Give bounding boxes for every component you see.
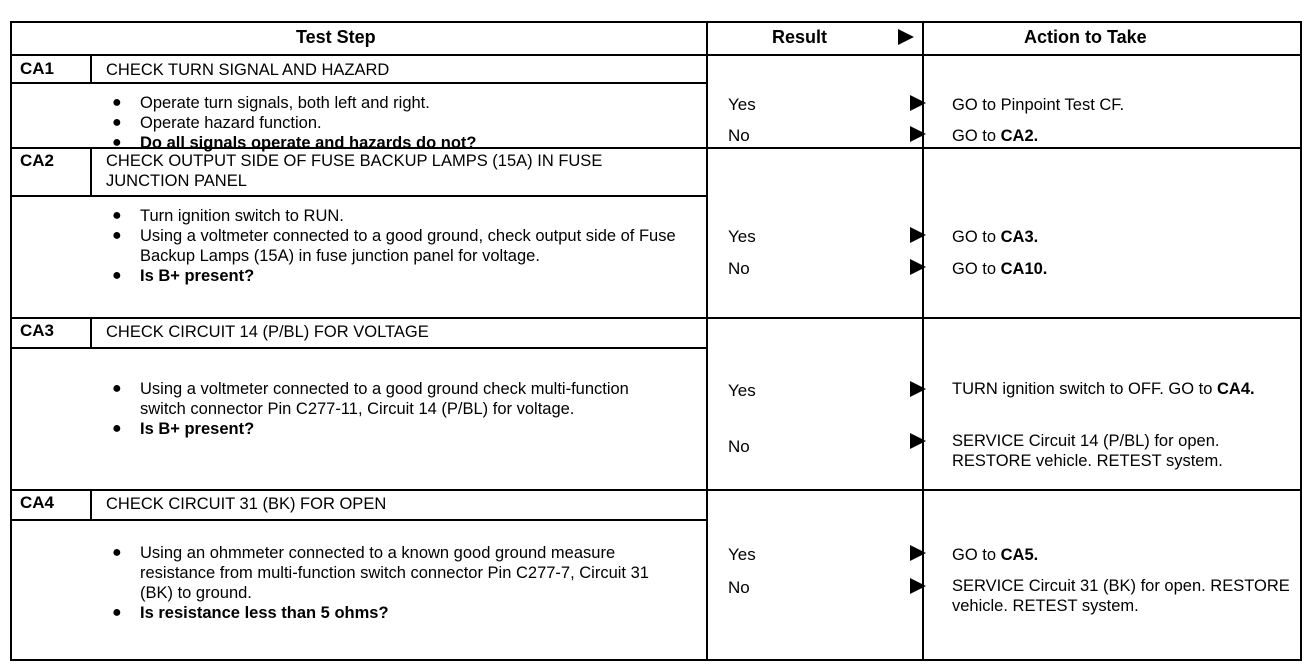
action-no-ca2: GO to CA10.	[952, 260, 1048, 278]
step-title-ca3: CHECK CIRCUIT 14 (P/BL) FOR VOLTAGE	[106, 323, 429, 341]
result-no-ca1: No	[728, 126, 750, 145]
action-yes-ca1: GO to Pinpoint Test CF.	[952, 96, 1125, 114]
bullet-icon: ●	[112, 227, 122, 244]
arrow-icon	[910, 95, 926, 111]
result-no-ca2: No	[728, 259, 750, 278]
list-item: ●Operate hazard function.	[112, 114, 322, 132]
result-no-ca3: No	[728, 437, 750, 456]
step-bullets-ca2: ●Turn ignition switch to RUN. ●Using a v…	[108, 206, 688, 286]
step-bullets-ca4: ●Using an ohmmeter connected to a known …	[108, 543, 668, 623]
divider-step-result	[706, 23, 708, 659]
header-action: Action to Take	[1024, 27, 1147, 47]
step-code-ca1: CA1	[20, 59, 55, 78]
arrow-icon	[910, 227, 926, 243]
result-yes-ca2: Yes	[728, 227, 756, 246]
ca3-code-divider	[90, 318, 92, 348]
ca1-title-rule	[12, 82, 706, 84]
header-arrow-icon	[898, 29, 914, 45]
list-item: ●Using an ohmmeter connected to a known …	[112, 544, 649, 602]
list-item: ●Using a voltmeter connected to a good g…	[112, 227, 676, 265]
result-yes-ca1: Yes	[728, 95, 756, 114]
arrow-icon	[910, 259, 926, 275]
arrow-icon	[910, 578, 926, 594]
arrow-icon	[910, 433, 926, 449]
list-item: ●Operate turn signals, both left and rig…	[112, 94, 430, 112]
list-item-question: ●Is resistance less than 5 ohms?	[112, 604, 389, 622]
row-rule-ca3	[12, 489, 1300, 491]
list-item: ●Turn ignition switch to RUN.	[112, 207, 344, 225]
action-yes-ca3: TURN ignition switch to OFF. GO to CA4.	[952, 380, 1255, 398]
ca4-code-divider	[90, 490, 92, 520]
result-no-ca4: No	[728, 578, 750, 597]
arrow-icon	[910, 545, 926, 561]
bullet-icon: ●	[112, 544, 122, 561]
bullet-icon: ●	[112, 267, 122, 284]
step-title-ca4: CHECK CIRCUIT 31 (BK) FOR OPEN	[106, 495, 387, 513]
step-code-ca3: CA3	[20, 321, 55, 340]
action-no-ca1: GO to CA2.	[952, 127, 1039, 145]
header-result: Result	[772, 27, 828, 47]
step-bullets-ca3: ●Using a voltmeter connected to a good g…	[108, 379, 668, 439]
divider-result-action	[922, 23, 924, 659]
bullet-icon: ●	[112, 94, 122, 111]
bullet-icon: ●	[112, 420, 122, 437]
list-item-question: ●Is B+ present?	[112, 420, 255, 438]
bullet-icon: ●	[112, 134, 122, 151]
step-title-ca2: CHECK OUTPUT SIDE OF FUSE BACKUP LAMPS (…	[106, 152, 603, 190]
header-test-step: Test Step	[296, 27, 376, 47]
action-yes-ca2: GO to CA3.	[952, 228, 1039, 246]
ca2-title-rule	[12, 195, 706, 197]
action-no-ca4: SERVICE Circuit 31 (BK) for open. RESTOR…	[952, 577, 1290, 615]
step-code-ca2: CA2	[20, 151, 55, 170]
table-header: Test Step Result Action to Take	[12, 23, 1300, 56]
bullet-icon: ●	[112, 207, 122, 224]
ca4-title-rule	[12, 519, 706, 521]
list-item-question: ●Is B+ present?	[112, 267, 255, 285]
ca3-title-rule	[12, 347, 706, 349]
result-yes-ca4: Yes	[728, 545, 756, 564]
bullet-icon: ●	[112, 114, 122, 131]
arrow-icon	[910, 126, 926, 142]
row-rule-ca2	[12, 317, 1300, 319]
arrow-icon	[910, 381, 926, 397]
action-no-ca3: SERVICE Circuit 14 (P/BL) for open. REST…	[952, 432, 1223, 470]
ca2-code-divider	[90, 148, 92, 196]
scan-top-rule	[30, 10, 1270, 23]
pinpoint-test-table: Test Step Result Action to Take CA1 CHEC…	[10, 21, 1302, 661]
action-yes-ca4: GO to CA5.	[952, 546, 1039, 564]
list-item: ●Using a voltmeter connected to a good g…	[112, 380, 629, 418]
row-rule-ca1	[12, 147, 1300, 149]
bullet-icon: ●	[112, 380, 122, 397]
bullet-icon: ●	[112, 604, 122, 621]
list-item-question: ●Do all signals operate and hazards do n…	[112, 134, 477, 152]
ca1-code-divider	[90, 55, 92, 83]
step-code-ca4: CA4	[20, 493, 55, 512]
step-bullets-ca1: ●Operate turn signals, both left and rig…	[108, 93, 708, 153]
step-title-ca1: CHECK TURN SIGNAL AND HAZARD	[106, 61, 390, 79]
result-yes-ca3: Yes	[728, 381, 756, 400]
